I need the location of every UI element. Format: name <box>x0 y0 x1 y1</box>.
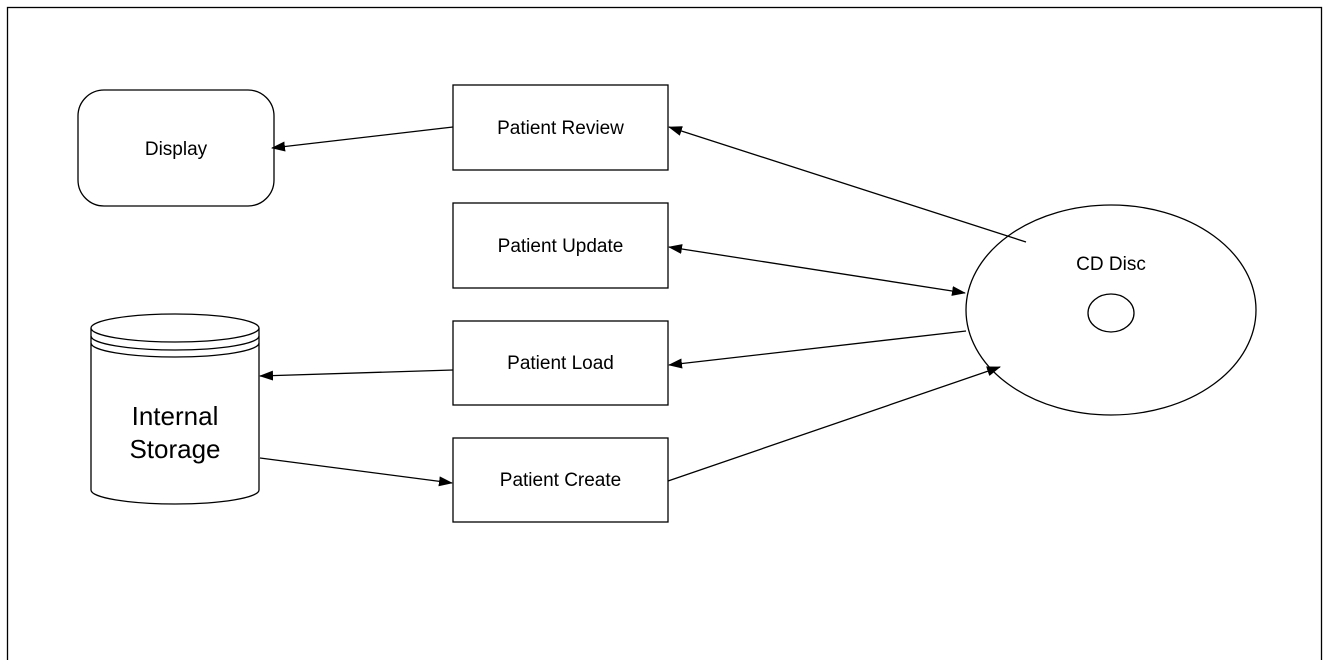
patient-load-node: Patient Load <box>452 320 669 406</box>
edge-disc-to-load <box>668 330 967 369</box>
cd-disc-node: CD Disc <box>965 204 1257 416</box>
cd-disc-hole <box>1087 293 1135 333</box>
cd-disc-label: CD Disc <box>1076 254 1146 275</box>
internal-storage-label-line2: Storage <box>129 434 220 464</box>
patient-update-node: Patient Update <box>452 202 669 289</box>
edge-create-to-disc <box>667 366 1001 482</box>
edge-storage-to-create <box>259 457 453 487</box>
edge-update-disc-bidirectional <box>668 244 966 296</box>
edge-review-to-display <box>271 126 454 152</box>
patient-review-node: Patient Review <box>452 84 669 171</box>
patient-load-label: Patient Load <box>507 353 614 374</box>
edge-disc-to-review <box>668 126 1027 243</box>
display-label: Display <box>145 139 208 160</box>
patient-review-label: Patient Review <box>497 118 624 139</box>
patient-update-label: Patient Update <box>498 236 624 257</box>
display-node: Display <box>77 89 275 207</box>
patient-create-label: Patient Create <box>500 470 621 491</box>
internal-storage-label-line1: Internal <box>132 401 219 431</box>
internal-storage-node: Internal Storage <box>90 313 260 505</box>
patient-create-node: Patient Create <box>452 437 669 523</box>
edge-load-to-storage <box>259 369 454 381</box>
